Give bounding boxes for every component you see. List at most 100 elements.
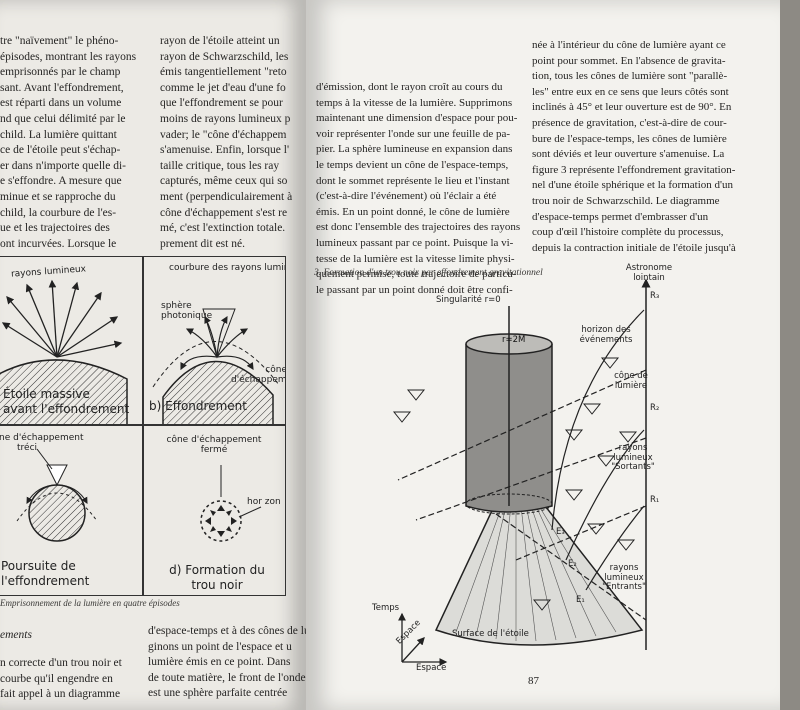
text-line: child. La lumière quittant xyxy=(0,128,117,141)
panel-c-drawing xyxy=(16,448,98,542)
text-line: figure 3 représente l'effondrement gravi… xyxy=(532,163,736,176)
text-line: d'espace-temps permet d'embrasser d'un xyxy=(532,210,709,223)
text-line: temps à la vitesse de la lumière. Suppri… xyxy=(316,96,513,109)
panel-d-horizon-label: hor zon xyxy=(247,497,281,507)
text-line: dont le sommet représente le lieu et l'i… xyxy=(316,174,510,187)
panel-b-cone-label: cône d'échappement xyxy=(231,365,286,385)
singularity-label: Singularité r=0 xyxy=(436,295,501,305)
text-line: émis. En un point donné, le cône de lumi… xyxy=(316,205,510,218)
horizon-label: horizon des événements xyxy=(579,325,633,345)
radius-label: r=2M xyxy=(502,335,526,345)
text-line: fait appel à un diagramme xyxy=(0,688,121,701)
text-line: le passant par un point donné doit être … xyxy=(316,283,513,296)
spacetime-diagram xyxy=(392,278,651,666)
event-e3: E₃ xyxy=(556,527,565,537)
text-line: est donc l'ensemble des trajectoires des… xyxy=(316,221,521,234)
text-line: taille critique, tous les ray xyxy=(160,159,280,172)
text-line: trou noir de Schwarzschild. Le diagramme xyxy=(532,194,720,207)
text-line: ue et les trajectoires des xyxy=(0,222,110,235)
text-line: coup d'œil l'histoire complète du proces… xyxy=(532,226,724,239)
panel-d-closed-cone-label: cône d'échappement fermé xyxy=(166,435,262,455)
left-column-1-text: tre "naïvement" le phéno-épisodes, montr… xyxy=(0,34,136,252)
star-surface-label: Surface de l'étoile xyxy=(452,629,529,639)
left-column-2-text: rayon de l'étoile atteint un rayon de Sch… xyxy=(160,34,292,252)
panel-c-caption: Poursuite de l'effondrement xyxy=(1,559,90,588)
text-line: de toute matière, le front de l'onde xyxy=(148,671,306,684)
distant-observer-label: Astronome lointain xyxy=(625,263,673,283)
panel-a-massive-star: rayons lumineux Étoile massive avant l'e… xyxy=(0,256,144,426)
axis-time-label: Temps xyxy=(372,603,400,613)
text-line: moins de rayons lumineux p xyxy=(160,112,291,125)
text-line: pier. La sphère lumineuse en expansion d… xyxy=(316,143,513,156)
text-line: voir représenter l'onde sur une feuille … xyxy=(316,127,511,140)
text-line: épisodes, montrant les rayons xyxy=(0,50,137,63)
text-line: inclinés à 45° et leur ouverture est de … xyxy=(532,101,732,114)
text-line: cône d'échappement s'est re xyxy=(160,206,288,219)
text-line: d'espace-temps et à des cônes de lumi xyxy=(148,625,306,637)
text-line: (c'est-à-dire l'événement) où l'éclair a… xyxy=(316,190,497,203)
panel-b-drawing xyxy=(152,308,280,425)
text-line: émis tangentiellement "reto xyxy=(160,66,287,79)
text-line: child, la courbure de l'es- xyxy=(0,206,117,219)
text-line: d'émission, dont le rayon croît au cours… xyxy=(316,81,503,93)
text-line: point pour sommet. En l'absence de gravi… xyxy=(532,54,726,67)
axis-space-label: Espace xyxy=(416,663,447,673)
text-line: minue et se rapproche du xyxy=(0,190,116,203)
right-page: d'émission, dont le rayon croît au cours… xyxy=(306,0,780,710)
observer-point-r1: R₁ xyxy=(650,495,660,505)
text-line: sant. Avant l'effondrement, xyxy=(0,81,124,94)
text-line: prement dit est né. xyxy=(160,237,245,250)
text-line: depuis la contraction initiale de l'étoi… xyxy=(532,241,736,254)
text-line: mé, c'est l'extinction totale. xyxy=(160,222,286,235)
panel-d-caption: d) Formation du trou noir xyxy=(169,563,265,592)
text-line: courbe qu'il engendre en xyxy=(0,672,113,685)
text-line: er dans n'importe quelle di- xyxy=(0,159,126,172)
text-line: quement permise, toute trajectoire de pa… xyxy=(316,268,517,281)
text-line: sont déviés et leur ouverture s'amenuise… xyxy=(532,148,725,161)
text-line: capturés, même ceux qui so xyxy=(160,175,288,188)
incoming-rays-label: rayons lumineux "Entrants" xyxy=(602,563,646,592)
text-line: nd que celui délimité par le xyxy=(0,112,126,125)
text-line: n correcte d'un trou noir et xyxy=(0,657,122,669)
text-line: vader; le "cône d'échappem xyxy=(160,128,287,141)
left-page: tre "naïvement" le phéno-épisodes, montr… xyxy=(0,0,306,710)
text-line: maintenant une dimension d'espace pour p… xyxy=(316,112,518,125)
figure-caption-black-hole: 3. Formation d'un trou noir par effondre… xyxy=(314,268,543,278)
panel-c-continued-collapse: ne d'échappement tréci Poursuite de l'ef… xyxy=(0,424,144,596)
text-line: tesse de la lumière est la vitesse limit… xyxy=(316,252,515,265)
text-line: les" entre eux en ce sens que leurs côté… xyxy=(532,85,729,98)
text-line: emprisonnés par le champ xyxy=(0,66,121,79)
text-line: e s'effondre. A mesure que xyxy=(0,175,122,188)
text-line: ce de l'étoile peut s'échap- xyxy=(0,144,121,157)
text-line: rayon de Schwarzschild, les xyxy=(160,50,289,63)
section-heading-fragment: ements xyxy=(0,629,32,641)
text-line: nel d'une étoile sphérique et la formati… xyxy=(532,179,733,192)
text-line: née à l'intérieur du cône de lumière aya… xyxy=(532,39,726,51)
panel-c-cone-label: ne d'échappement tréci xyxy=(0,433,84,453)
text-line: est une sphère parfaite centrée xyxy=(148,687,288,700)
table-background xyxy=(780,0,800,710)
right-column-1-text: d'émission, dont le rayon croît au cours… xyxy=(316,80,520,298)
panel-b-caption: b) Effondrement xyxy=(149,399,247,413)
event-e1: E₁ xyxy=(576,595,585,605)
text-line: comme le jet d'eau d'une fo xyxy=(160,81,286,94)
panel-d-drawing xyxy=(200,465,262,542)
outgoing-rays-label: rayons lumineux "Sortants" xyxy=(611,443,655,472)
figure-caption-confinement: Emprisonnement de la lumière en quatre é… xyxy=(0,598,180,608)
event-e2: E₂ xyxy=(568,559,577,569)
panel-d-black-hole: cône d'échappement fermé hor zon d) Form… xyxy=(142,424,286,596)
observer-point-r2: R₂ xyxy=(650,403,660,413)
left-bottom-column-1: n correcte d'un trou noir et courbe qu'il… xyxy=(0,656,122,703)
text-line: ment (perpendiculairement à xyxy=(160,190,293,203)
text-line: rayon de l'étoile atteint un xyxy=(160,35,280,47)
panel-b-curvature-label: courbure des rayons lumineux xyxy=(169,263,285,273)
text-line: lumière émis en ce point. Dans xyxy=(148,656,291,669)
panel-a-caption: Étoile massive avant l'effondrement xyxy=(3,387,130,416)
text-line: lumineux passant par ce point. Puisque l… xyxy=(316,236,514,249)
text-line: bure de l'espace-temps, les cônes de lum… xyxy=(532,132,727,145)
light-cone-label: cône de lumière xyxy=(614,371,648,391)
text-line: tre "naïvement" le phéno- xyxy=(0,35,119,47)
page-number: 87 xyxy=(528,675,539,687)
text-line: tion, tous les cônes de lumière sont "pa… xyxy=(532,70,728,83)
